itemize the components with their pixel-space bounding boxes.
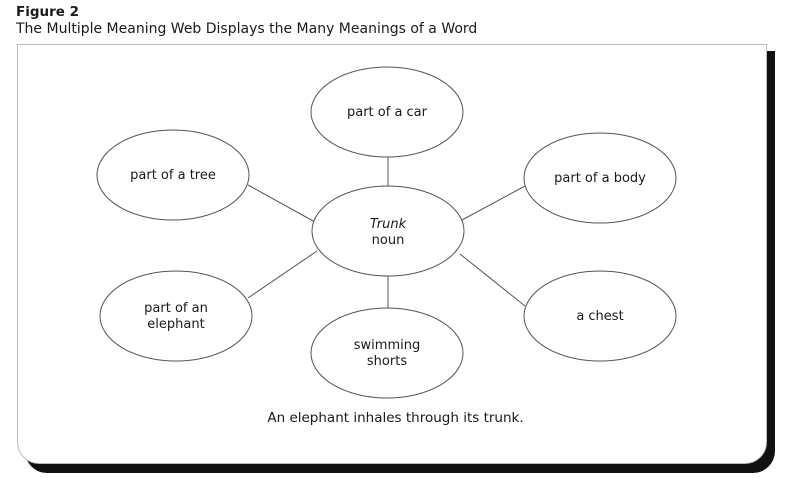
connector-chest [459, 253, 526, 307]
meaning-ellipse-shorts [310, 307, 464, 399]
meaning-nodes: part of a car part of a tree part of a bod… [96, 66, 677, 399]
meaning-ellipse-body [523, 132, 677, 224]
center-node: Trunk noun [311, 185, 465, 277]
meaning-label-chest: a chest [576, 309, 623, 324]
example-sentence: An elephant inhales through its trunk. [267, 410, 524, 426]
connector-body [461, 185, 526, 221]
connector-tree [247, 184, 316, 223]
meaning-ellipse-tree [96, 129, 250, 221]
meaning-label-shorts-line-1: swimming [354, 338, 420, 353]
meaning-ellipse-elephant [99, 270, 253, 362]
meaning-label-shorts-line-2: shorts [367, 354, 407, 369]
meaning-label-body: part of a body [554, 171, 646, 186]
connectors [247, 157, 526, 309]
center-ellipse [311, 185, 465, 277]
meaning-node-tree: part of a tree [96, 129, 250, 221]
figure-label: Figure 2 [16, 4, 80, 20]
meaning-label-car: part of a car [347, 105, 428, 120]
meaning-node-car: part of a car [310, 66, 464, 158]
center-word: Trunk [370, 217, 407, 232]
meaning-node-body: part of a body [523, 132, 677, 224]
meaning-label-elephant-line-2: elephant [147, 317, 204, 332]
meaning-node-chest: a chest [523, 270, 677, 362]
center-part-of-speech: noun [372, 233, 405, 248]
meaning-label-tree: part of a tree [130, 168, 216, 183]
figure-title: The Multiple Meaning Web Displays the Ma… [16, 21, 478, 37]
connector-elephant [247, 250, 318, 299]
meaning-label-elephant-line-1: part of an [144, 301, 208, 316]
meaning-ellipse-chest [523, 270, 677, 362]
meaning-ellipse-car [310, 66, 464, 158]
